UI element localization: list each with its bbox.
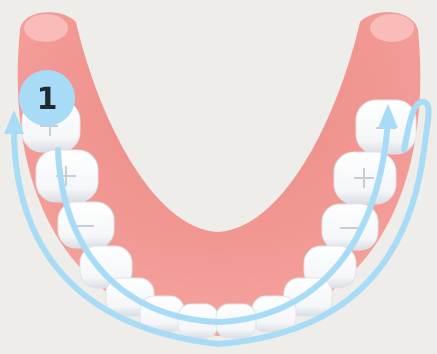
step-number: 1 (37, 82, 58, 117)
gum-highlight-left (24, 14, 68, 42)
gum-highlight-right (370, 14, 414, 42)
